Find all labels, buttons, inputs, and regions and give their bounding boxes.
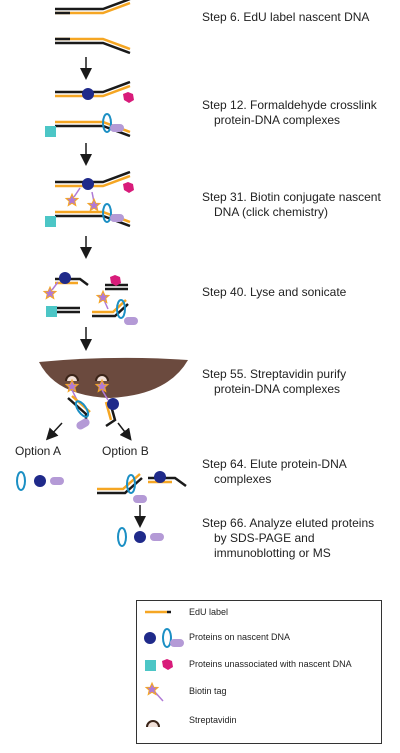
arrow-option-b [117,422,132,441]
step-40-label: Step 40. Lyse and sonicate [202,285,347,299]
streptavidin-icon [146,720,160,728]
fork-step-6 [55,0,131,55]
legend-icons [144,610,184,728]
legend-label-biotin: Biotin tag [189,686,227,696]
biotin-tag-icon [144,681,164,702]
step-64-label: Step 64. Elute protein-DNA complexes [202,457,347,486]
option-a-label: Option A [15,444,62,458]
streptavidin-bead-step-55 [39,357,188,430]
fork-step-12 [45,80,134,138]
option-a-proteins [16,471,64,491]
step-66-label: Step 66. Analyze eluted proteins by SDS-… [202,516,375,560]
fork-step-31 [45,170,134,228]
option-b-label: Option B [102,444,149,458]
step-31-label: Step 31. Biotin conjugate nascent DNA (c… [202,190,381,219]
step-6-label: Step 6. EdU label nascent DNA [202,10,370,24]
step-55-label: Step 55. Streptavidin purify protein-DNA… [202,367,347,396]
analyzed-proteins [117,527,164,547]
legend: EdU label Proteins on nascent DNA Protei… [136,600,382,744]
option-b-eluted-dna [97,471,187,503]
legend-label-streptavidin: Streptavidin [189,715,237,725]
nascent-dna-proteins-icon [144,628,184,648]
fragments-step-40 [43,272,138,325]
legend-label-edu: EdU label [189,607,229,617]
unassociated-proteins-icon [145,659,173,671]
step-12-label: Step 12. Formaldehyde crosslink protein-… [202,98,377,127]
legend-label-nascent-proteins: Proteins on nascent DNA [189,632,291,642]
legend-label-unassociated-proteins: Proteins unassociated with nascent DNA [189,659,352,669]
arrow-option-a [45,422,63,441]
